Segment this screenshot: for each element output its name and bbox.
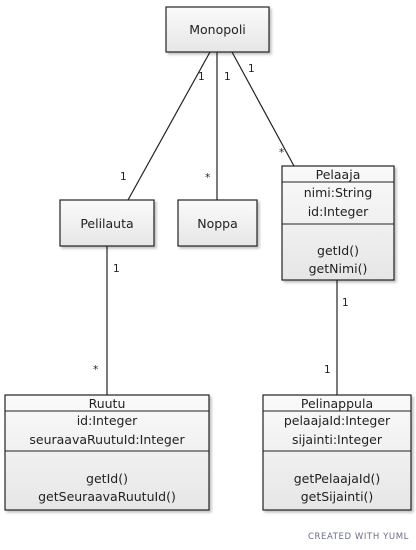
class-ruutu: Ruutu id:Integer seuraavaRuutuId:Integer… xyxy=(4,394,210,511)
class-name: Ruutu xyxy=(89,396,126,411)
class-name: Pelaaja xyxy=(316,167,361,182)
class-attribute: id:Integer xyxy=(308,204,369,219)
class-name: Monopoli xyxy=(189,22,246,37)
class-name: Pelinappula xyxy=(301,396,373,411)
class-method: getNimi() xyxy=(309,261,368,276)
multiplicity-pelinappula-end: 1 xyxy=(324,364,331,376)
multiplicity-pelaaja-end: * xyxy=(279,147,284,159)
yuml-watermark: CREATED WITH YUML xyxy=(308,532,409,542)
class-attribute: pelaajaId:Integer xyxy=(284,413,391,428)
class-pelinappula: Pelinappula pelaajaId:Integer sijainti:I… xyxy=(262,394,412,511)
class-monopoli: Monopoli xyxy=(165,6,270,53)
class-name: Noppa xyxy=(197,216,238,231)
class-pelaaja: Pelaaja nimi:String id:Integer getId() g… xyxy=(281,165,395,281)
multiplicity-monopoli-end: 1 xyxy=(224,71,231,83)
association-monopoli-noppa: 1 * xyxy=(205,52,231,200)
multiplicity-monopoli-end: 1 xyxy=(248,63,255,75)
multiplicity-monopoli-end: 1 xyxy=(198,71,205,83)
class-method: getPelaajaId() xyxy=(294,471,381,486)
class-attribute: sijainti:Integer xyxy=(292,432,383,447)
multiplicity-pelilauta-end: 1 xyxy=(113,263,120,275)
class-noppa: Noppa xyxy=(177,199,258,247)
class-method: getSijainti() xyxy=(301,489,374,504)
class-pelilauta: Pelilauta xyxy=(59,199,155,247)
multiplicity-ruutu-end: * xyxy=(93,364,98,376)
class-name: Pelilauta xyxy=(80,216,133,231)
class-attribute: id:Integer xyxy=(77,413,138,428)
class-attribute: seuraavaRuutuId:Integer xyxy=(29,432,185,447)
association-monopoli-pelaaja: 1 * xyxy=(231,51,295,167)
association-pelilauta-ruutu: 1 * xyxy=(93,246,120,395)
multiplicity-pelaaja-end: 1 xyxy=(342,297,349,309)
association-pelaaja-pelinappula: 1 1 xyxy=(324,280,349,395)
class-method: getId() xyxy=(317,243,359,258)
multiplicity-pelilauta-end: 1 xyxy=(120,171,127,183)
class-method: getSeuraavaRuutuId() xyxy=(38,489,176,504)
association-monopoli-pelilauta: 1 1 xyxy=(120,51,211,201)
class-method: getId() xyxy=(86,471,128,486)
class-attribute: nimi:String xyxy=(304,185,373,200)
multiplicity-noppa-end: * xyxy=(205,172,210,184)
